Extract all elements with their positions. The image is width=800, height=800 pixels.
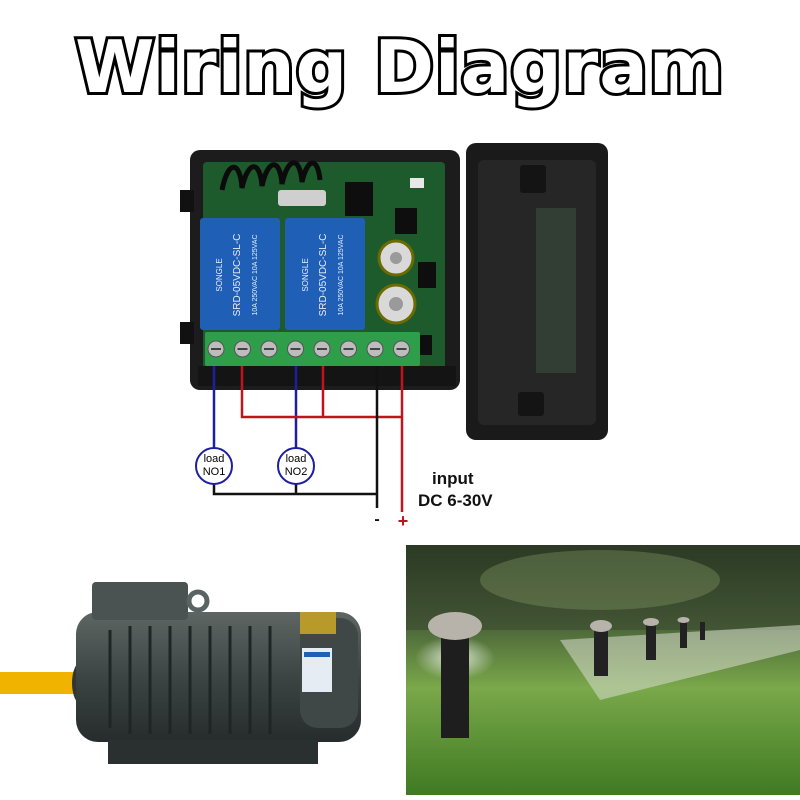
load-no1: load NO1: [195, 447, 233, 485]
input-voltage-label: DC 6-30V: [418, 491, 493, 510]
wire-antenna-icon: [219, 160, 323, 191]
terminal-block: [205, 332, 420, 366]
input-plus-label: +: [398, 511, 409, 531]
receiver-module: SRD-05VDC-SL-C SRD-05VDC-SL-C SONGLE SON…: [180, 143, 608, 440]
relay-2-rating: 10A 250VAC 10A 125VAC: [338, 234, 345, 315]
relay-2-model: SRD-05VDC-SL-C: [318, 234, 329, 317]
capacitor-icon: [375, 239, 417, 325]
diagram-title: Wiring Diagram: [72, 22, 727, 112]
load-no1-line1: load: [204, 453, 225, 465]
load-no2-line2: NO2: [285, 466, 308, 478]
relay-1-model: SRD-05VDC-SL-C: [232, 234, 243, 317]
wiring: [212, 366, 404, 512]
sprinkler-photo-icon: [406, 545, 800, 795]
relay-1-rating: 10A 250VAC 10A 125VAC: [252, 234, 259, 315]
load-no1-line2: NO1: [203, 466, 226, 478]
wire-pos-bus: [240, 366, 402, 419]
relay-icon: SRD-05VDC-SL-C SRD-05VDC-SL-C SONGLE SON…: [200, 218, 365, 330]
motor-photo-icon: [0, 582, 361, 764]
input-minus-label: -: [374, 511, 379, 528]
relay-2-brand: SONGLE: [301, 258, 310, 291]
terminal-screws: [207, 340, 410, 358]
relay-1-brand: SONGLE: [215, 258, 224, 291]
load-no2-line1: load: [286, 453, 307, 465]
load-no2: load NO2: [277, 447, 315, 485]
input-label: input: [432, 469, 474, 488]
